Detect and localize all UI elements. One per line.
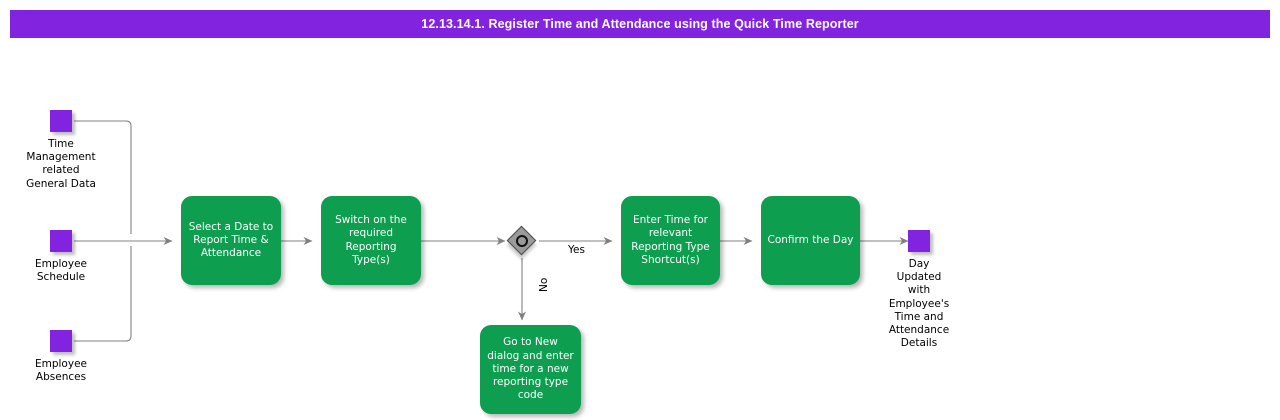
process-label: Go to New dialog and enter time for a ne… bbox=[487, 336, 574, 402]
data-object-day-updated[interactable]: Day Updated with Employee's Time and Att… bbox=[866, 230, 972, 350]
edge-label-no: No bbox=[538, 277, 550, 292]
data-object-label: Employee Schedule bbox=[34, 258, 87, 284]
process-label: Confirm the Day bbox=[767, 233, 854, 246]
data-object-icon bbox=[50, 230, 72, 252]
process-confirm-the-day[interactable]: Confirm the Day bbox=[761, 196, 860, 285]
gateway-inclusive[interactable] bbox=[506, 225, 537, 256]
data-object-employee-schedule[interactable]: Employee Schedule bbox=[8, 230, 114, 284]
process-enter-time-for-shortcuts[interactable]: Enter Time for relevant Reporting Type S… bbox=[621, 196, 720, 285]
data-object-label: Day Updated with Employee's Time and Att… bbox=[888, 258, 950, 350]
gateway-circle-icon bbox=[516, 235, 528, 247]
data-object-icon bbox=[50, 330, 72, 352]
data-object-icon bbox=[908, 230, 930, 252]
process-go-to-new-dialog[interactable]: Go to New dialog and enter time for a ne… bbox=[480, 325, 581, 414]
data-object-label: Time Management related General Data bbox=[26, 138, 96, 190]
edge-label-yes: Yes bbox=[568, 244, 585, 256]
data-object-icon bbox=[50, 110, 72, 132]
process-label: Enter Time for relevant Reporting Type S… bbox=[631, 214, 710, 266]
process-switch-on-reporting-types[interactable]: Switch on the required Reporting Type(s) bbox=[321, 196, 421, 285]
process-label: Select a Date to Report Time & Attendanc… bbox=[188, 220, 274, 260]
process-label: Switch on the required Reporting Type(s) bbox=[335, 214, 407, 266]
process-select-a-date[interactable]: Select a Date to Report Time & Attendanc… bbox=[181, 196, 281, 285]
data-object-label: Employee Absences bbox=[34, 358, 87, 384]
data-object-employee-absences[interactable]: Employee Absences bbox=[8, 330, 114, 384]
data-object-time-management-general-data[interactable]: Time Management related General Data bbox=[8, 110, 114, 191]
page-title: 12.13.14.1. Register Time and Attendance… bbox=[421, 17, 859, 31]
page-title-bar: 12.13.14.1. Register Time and Attendance… bbox=[10, 10, 1270, 38]
